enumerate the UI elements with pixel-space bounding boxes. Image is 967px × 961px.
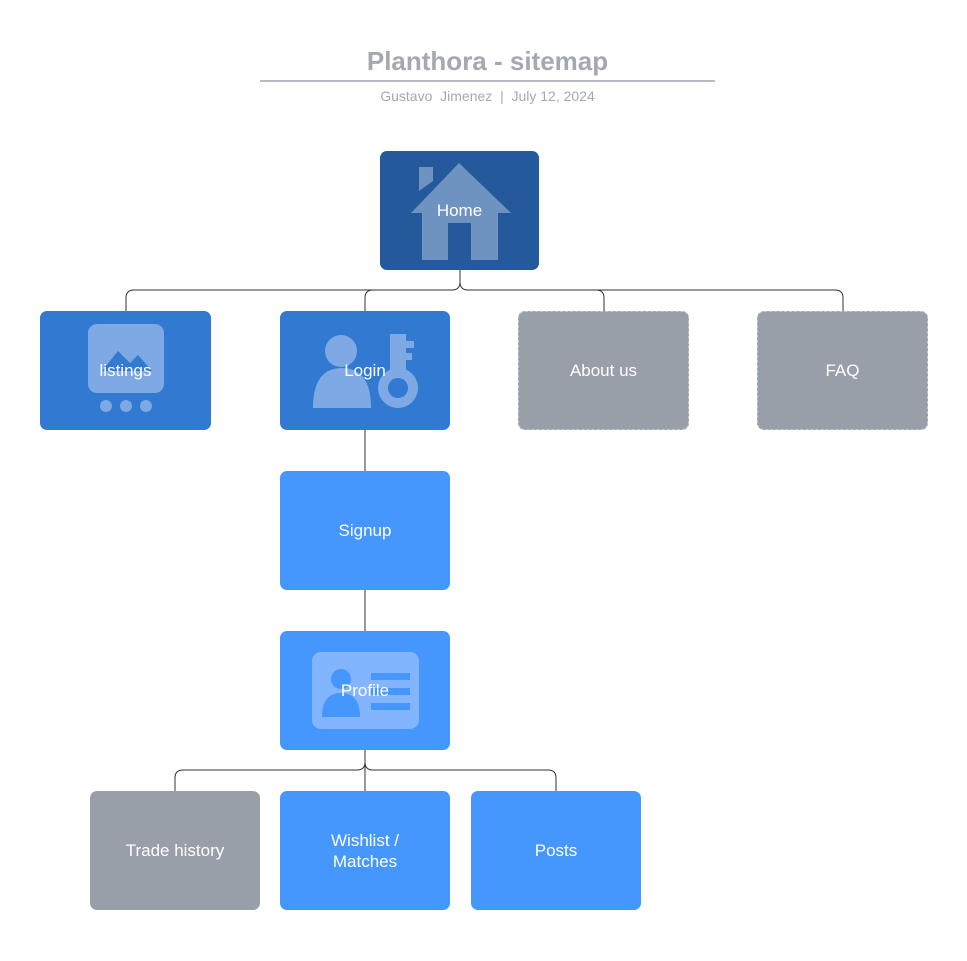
- diagram-date: July 12, 2024: [511, 88, 595, 104]
- house-icon: [411, 163, 511, 260]
- node-posts-label: Posts: [534, 841, 578, 860]
- node-faq-label: FAQ: [825, 361, 860, 380]
- node-posts[interactable]: Posts: [471, 791, 641, 910]
- node-trade-history-label: Trade history: [125, 841, 225, 860]
- node-login[interactable]: Login: [280, 311, 450, 430]
- node-wishlist-matches[interactable]: Wishlist / Matches: [280, 791, 450, 910]
- title-divider: [260, 80, 715, 82]
- diagram-subtitle: Gustavo Jimenez | July 12, 2024: [260, 88, 715, 104]
- user-key-icon: [313, 334, 418, 408]
- node-profile-label: Profile: [340, 681, 390, 700]
- id-card-icon: [312, 652, 419, 729]
- node-wishlist-matches-label: Wishlist / Matches: [331, 830, 399, 871]
- node-signup[interactable]: Signup: [280, 471, 450, 590]
- node-signup-label: Signup: [338, 521, 392, 540]
- author-name: Gustavo Jimenez: [380, 88, 493, 104]
- node-listings[interactable]: listings: [40, 311, 211, 430]
- image-gallery-icon: [88, 324, 164, 412]
- node-listings-label: listings: [99, 361, 152, 380]
- node-about-us-label: About us: [569, 361, 638, 380]
- connector-home-to-children: [125, 270, 844, 311]
- node-home[interactable]: Home: [380, 151, 539, 270]
- node-about-us[interactable]: About us: [518, 311, 689, 430]
- node-home-label: Home: [436, 201, 483, 220]
- node-login-label: Login: [344, 361, 386, 380]
- node-faq[interactable]: FAQ: [757, 311, 928, 430]
- node-trade-history[interactable]: Trade history: [90, 791, 260, 910]
- node-profile[interactable]: Profile: [280, 631, 450, 750]
- subtitle-separator: |: [500, 88, 504, 104]
- connector-profile-to-children: [174, 750, 557, 791]
- diagram-title: Planthora - sitemap: [366, 46, 609, 76]
